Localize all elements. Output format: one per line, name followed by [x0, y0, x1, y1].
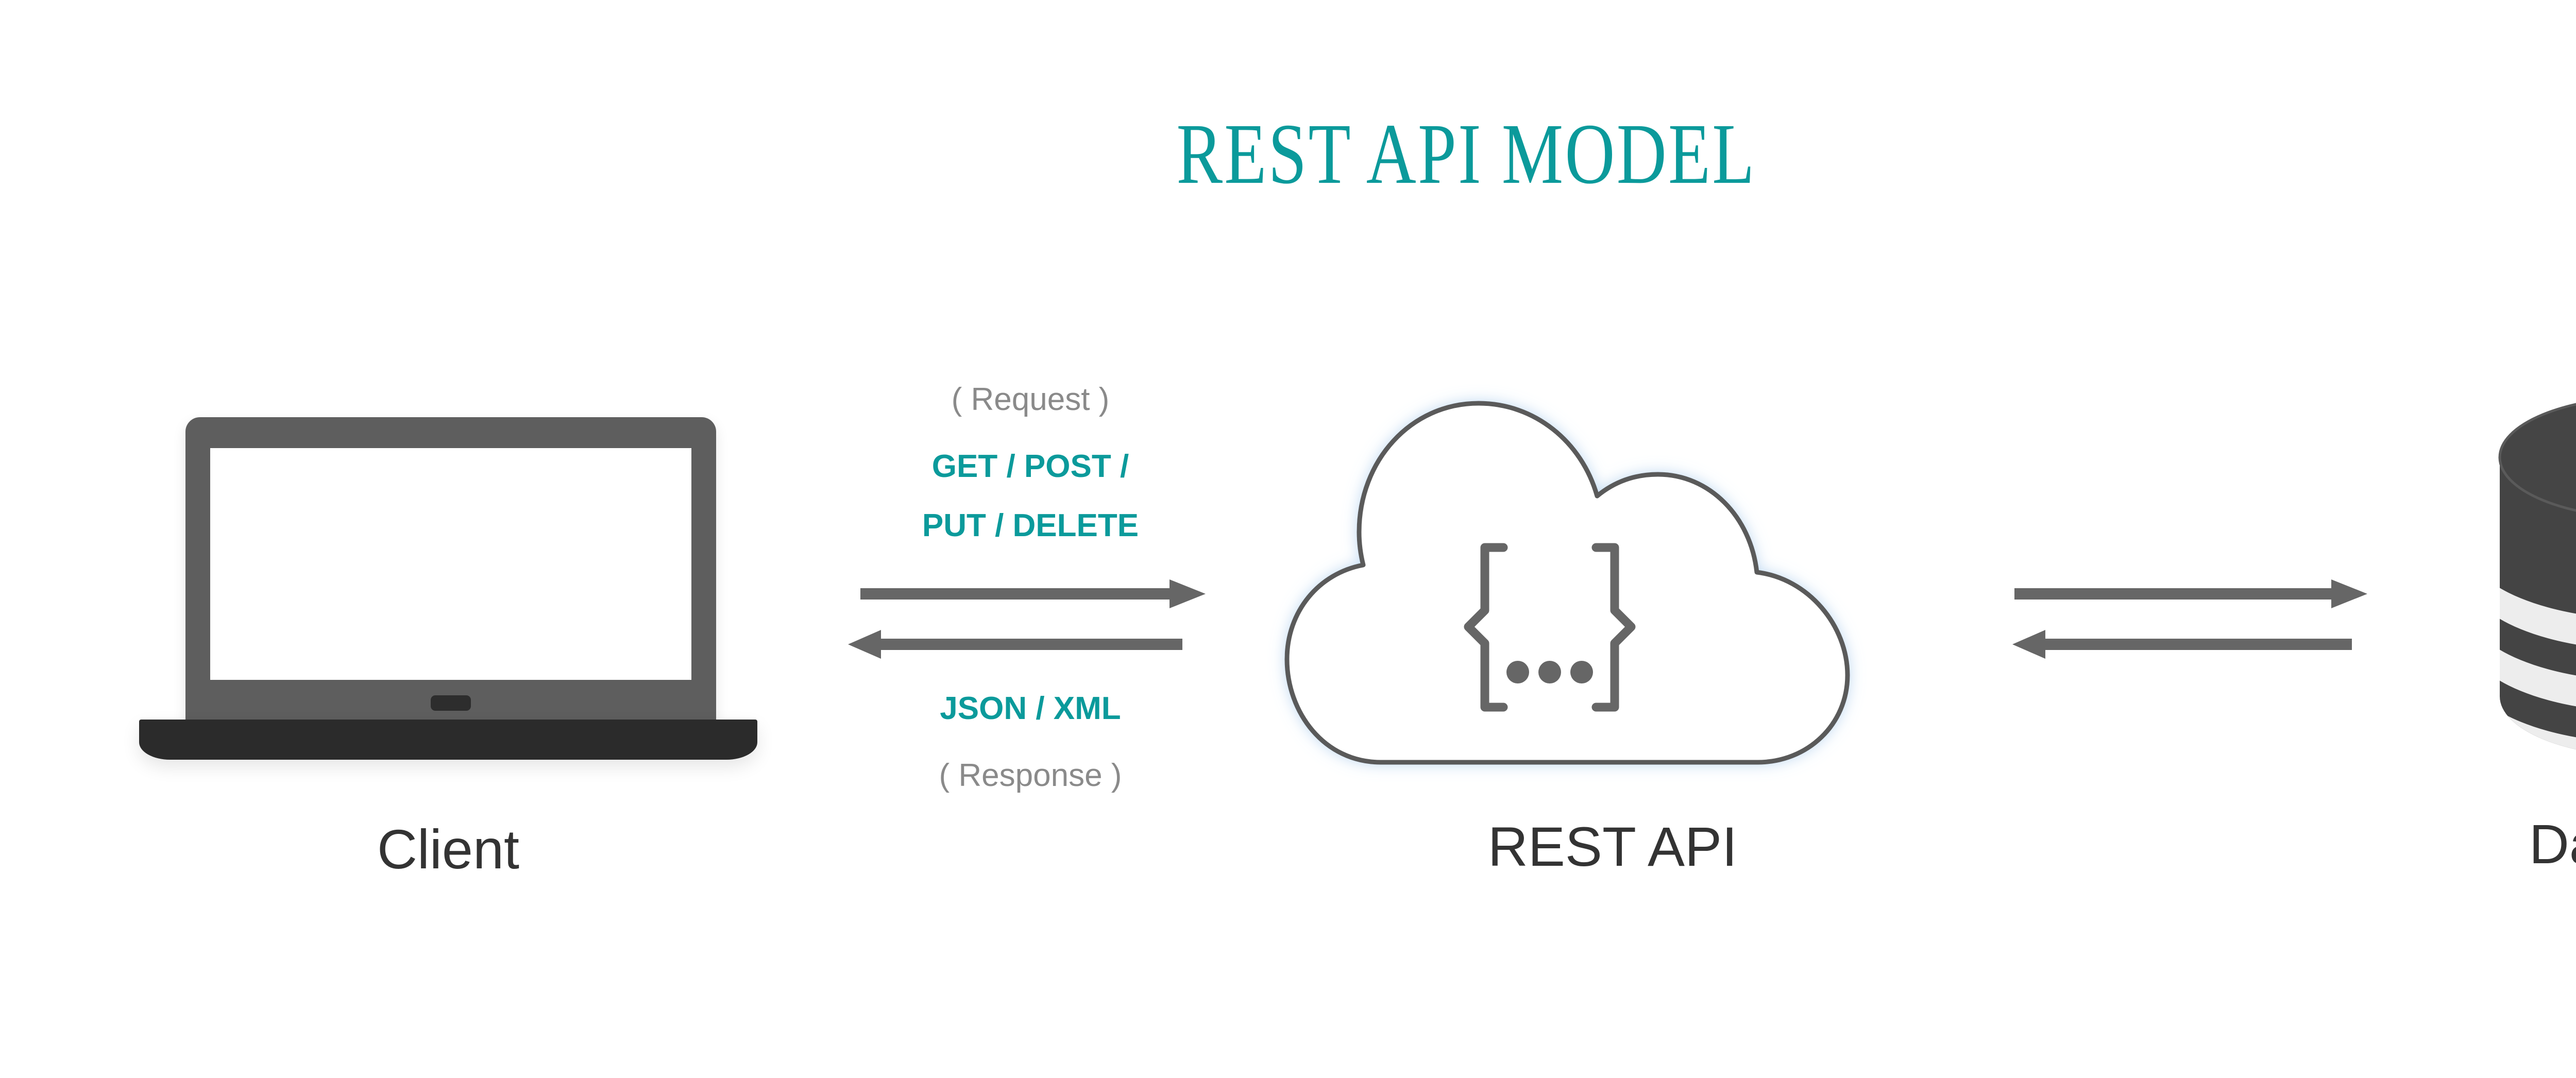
laptop-icon: [139, 412, 757, 773]
laptop-notch: [431, 695, 471, 711]
response-formats-label: JSON / XML: [940, 691, 1121, 726]
ellipsis-dots-icon: [1506, 661, 1593, 683]
laptop-base: [139, 720, 757, 760]
cloud-outline: [1284, 401, 1850, 765]
cloud-shape: [1284, 401, 1850, 765]
database-shape: [2498, 403, 2576, 757]
request-methods-line2: PUT / DELETE: [922, 508, 1139, 543]
rest-api-label: REST API: [1487, 815, 1738, 878]
request-methods-line1: GET / POST /: [931, 449, 1129, 484]
response-label: ( Response ): [939, 758, 1122, 793]
client-api-arrows: [845, 559, 1226, 677]
arrow-right-request: [860, 579, 1206, 608]
arrow-pair-right: [2012, 579, 2367, 659]
client-label: Client: [377, 818, 520, 880]
arrow-right-query: [2014, 579, 2367, 608]
database-label: Database: [2529, 813, 2576, 875]
json-braces-icon: [1464, 543, 1636, 712]
arrow-left-result: [2012, 630, 2352, 659]
laptop-body: [185, 417, 716, 726]
page-title: REST API MODEL: [1176, 106, 1756, 202]
api-database-arrows: [1999, 559, 2391, 677]
arrow-left-response: [848, 630, 1182, 659]
database-cylinder-icon: [2488, 397, 2576, 757]
request-label: ( Request ): [951, 382, 1110, 417]
database-top-cap: [2498, 403, 2576, 512]
arrow-pair-left: [848, 579, 1206, 659]
cloud-icon: [1262, 379, 1963, 785]
laptop-screen: [210, 448, 691, 680]
